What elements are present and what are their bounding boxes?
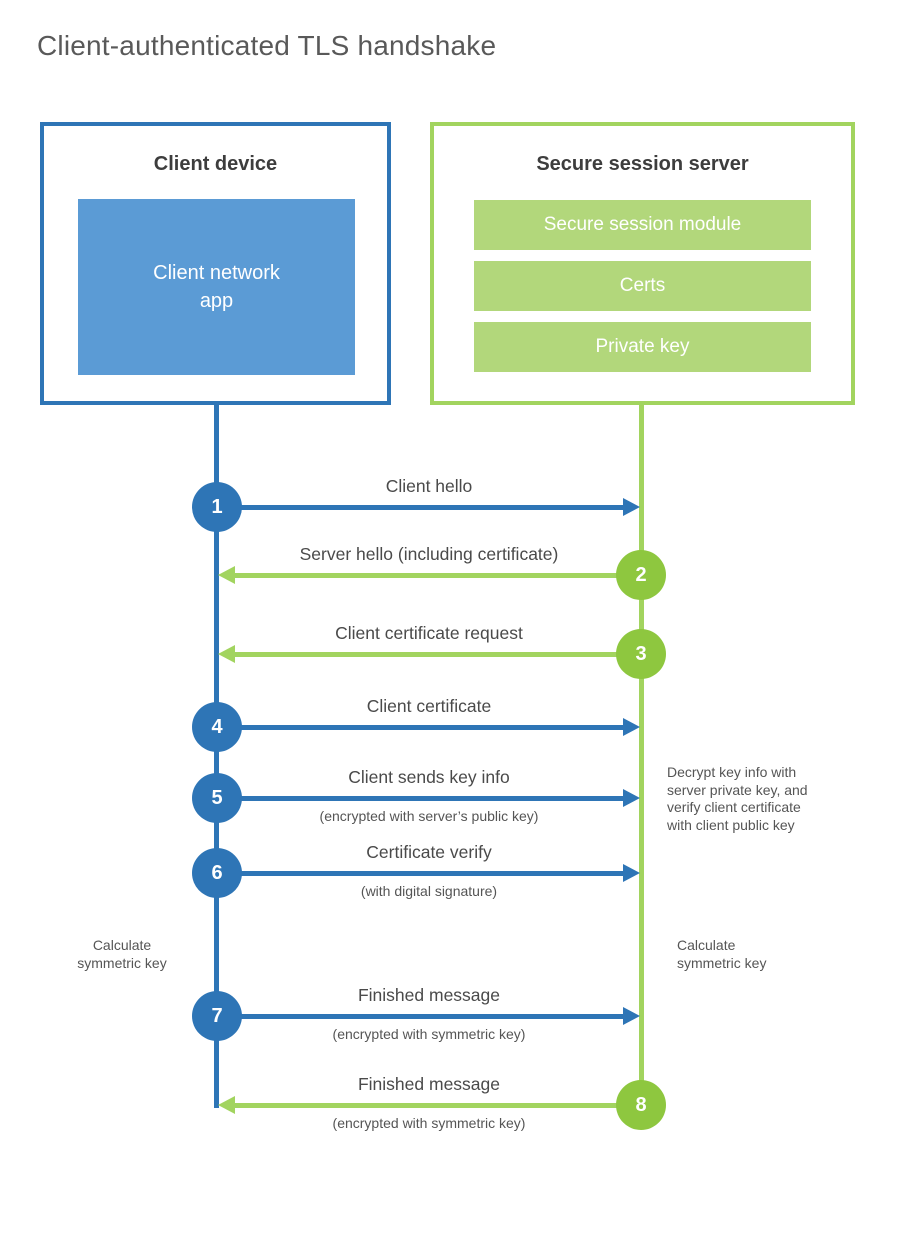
step-arrow-6 bbox=[219, 871, 623, 876]
step-label-6: Certificate verify bbox=[366, 842, 492, 862]
step-label-2: Server hello (including certificate) bbox=[299, 544, 559, 564]
step-arrow-1 bbox=[219, 505, 623, 510]
step-arrowhead-8 bbox=[218, 1096, 235, 1114]
step-arrow-7 bbox=[219, 1014, 623, 1019]
step-circle-7: 7 bbox=[192, 991, 242, 1041]
step-label-1: Client hello bbox=[385, 476, 473, 496]
step-label-3: Client certificate request bbox=[335, 623, 523, 643]
step-sublabel-5: (encrypted with server’s public key) bbox=[319, 808, 539, 824]
server-module-secure-session-module: Secure session module bbox=[474, 200, 811, 250]
client-device-box: Client device Client network app bbox=[40, 122, 391, 405]
calculate-symmetric-key-server: Calculate symmetric key bbox=[677, 937, 767, 971]
step-arrowhead-1 bbox=[623, 498, 640, 516]
step-arrowhead-4 bbox=[623, 718, 640, 736]
server-module-private-key: Private key bbox=[474, 322, 811, 372]
client-lifeline bbox=[214, 405, 219, 1108]
step-circle-5: 5 bbox=[192, 773, 242, 823]
step-label-5: Client sends key info bbox=[348, 767, 510, 787]
step-label-7: Finished message bbox=[357, 985, 501, 1005]
page-title: Client-authenticated TLS handshake bbox=[37, 30, 497, 61]
secure-session-server-box: Secure session server Secure session mod… bbox=[430, 122, 855, 405]
step-arrowhead-3 bbox=[218, 645, 235, 663]
step-sublabel-8: (encrypted with symmetric key) bbox=[332, 1115, 526, 1131]
calculate-symmetric-key-client: Calculate symmetric key bbox=[77, 937, 167, 971]
step-arrowhead-6 bbox=[623, 864, 640, 882]
step-sublabel-7: (encrypted with symmetric key) bbox=[332, 1026, 526, 1042]
client-network-app-box: Client network app bbox=[78, 199, 355, 375]
step-arrow-5 bbox=[219, 796, 623, 801]
step-circle-2: 2 bbox=[616, 550, 666, 600]
client-device-title: Client device bbox=[153, 153, 278, 175]
step-circle-8: 8 bbox=[616, 1080, 666, 1130]
step-circle-1: 1 bbox=[192, 482, 242, 532]
server-module-certs: Certs bbox=[474, 261, 811, 311]
step-circle-4: 4 bbox=[192, 702, 242, 752]
decrypt-key-info-note: Decrypt key info with server private key… bbox=[667, 764, 808, 833]
step-arrow-2 bbox=[235, 573, 639, 578]
step-label-8: Finished message bbox=[357, 1074, 501, 1094]
step-sublabel-6: (with digital signature) bbox=[360, 883, 498, 899]
step-circle-3: 3 bbox=[616, 629, 666, 679]
step-circle-6: 6 bbox=[192, 848, 242, 898]
step-arrow-4 bbox=[219, 725, 623, 730]
secure-session-server-title: Secure session server bbox=[536, 153, 749, 175]
step-arrowhead-2 bbox=[218, 566, 235, 584]
step-arrowhead-7 bbox=[623, 1007, 640, 1025]
step-arrow-8 bbox=[235, 1103, 639, 1108]
step-label-4: Client certificate bbox=[366, 696, 492, 716]
client-network-app-label: Client network app bbox=[153, 262, 280, 312]
server-lifeline bbox=[639, 405, 644, 1105]
step-arrow-3 bbox=[235, 652, 639, 657]
step-arrowhead-5 bbox=[623, 789, 640, 807]
